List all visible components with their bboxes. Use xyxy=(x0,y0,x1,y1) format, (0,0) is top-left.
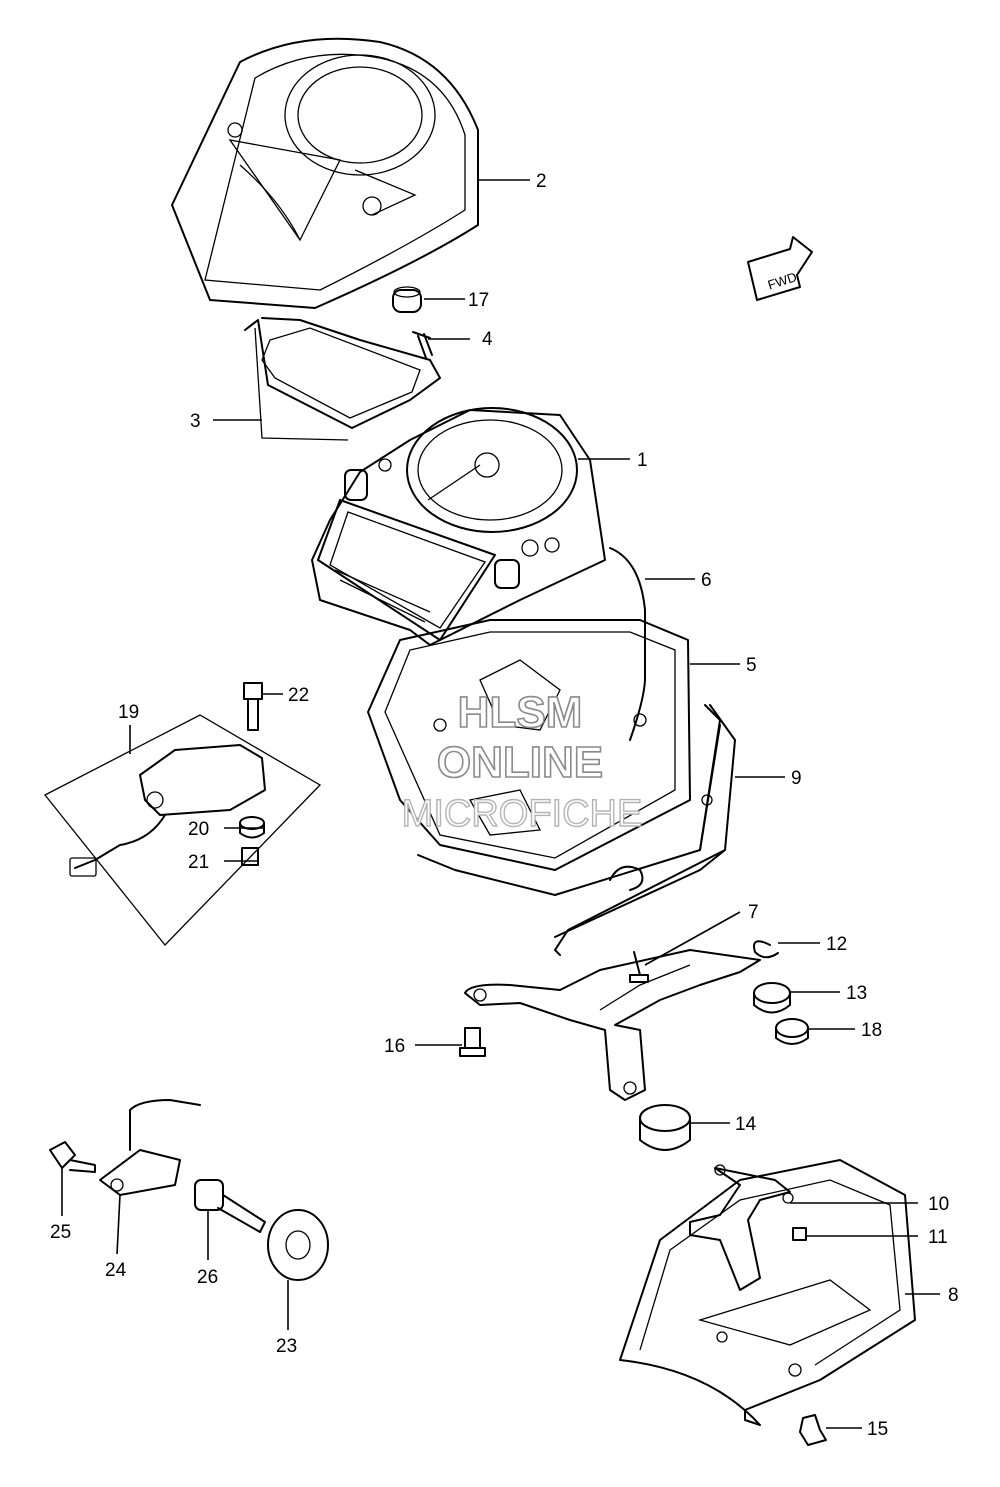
callout-10: 10 xyxy=(928,1194,949,1215)
callout-numbers: 2 17 4 3 1 6 5 9 22 19 20 21 7 12 13 18 … xyxy=(50,171,959,1440)
forward-direction-arrow: FWD xyxy=(747,236,813,301)
watermark: HLSM ONLINE MICROFICHE xyxy=(401,687,643,836)
grommet-13-part xyxy=(753,982,791,1014)
callout-11: 11 xyxy=(928,1227,948,1248)
bolt-26-part xyxy=(194,1179,266,1233)
screw-11-part xyxy=(792,1227,807,1241)
bolt-22-part xyxy=(243,682,263,731)
callout-18: 18 xyxy=(861,1020,882,1041)
callout-25: 25 xyxy=(50,1222,71,1243)
bolt-25-part xyxy=(49,1141,96,1173)
watermark-line-3: MICROFICHE xyxy=(402,793,643,835)
callout-16: 16 xyxy=(384,1036,405,1057)
callout-23: 23 xyxy=(276,1336,297,1357)
callout-26: 26 xyxy=(197,1267,218,1288)
speedometer-assembly-part xyxy=(311,407,606,646)
bolt-16-part xyxy=(459,1027,486,1057)
damper-14-part xyxy=(639,1104,691,1151)
lower-cover-8-part xyxy=(619,1159,916,1426)
collar-20-part xyxy=(239,816,265,839)
callout-2: 2 xyxy=(536,171,547,192)
callout-5: 5 xyxy=(746,655,757,676)
rotor-23-part xyxy=(267,1209,329,1281)
bracket-10-part xyxy=(689,1164,794,1291)
grommet-17-part xyxy=(392,286,422,313)
watermark-line-1: HLSM xyxy=(458,688,583,737)
meter-bracket-part xyxy=(464,949,761,1101)
bolt-7-part xyxy=(629,951,649,983)
callout-24: 24 xyxy=(105,1260,127,1281)
callout-7: 7 xyxy=(748,902,759,923)
callout-21: 21 xyxy=(188,852,209,873)
callout-9: 9 xyxy=(791,768,802,789)
washer-21-part xyxy=(241,847,259,866)
clip-12-part xyxy=(609,865,779,959)
callout-20: 20 xyxy=(188,819,209,840)
callout-6: 6 xyxy=(701,570,712,591)
callout-22: 22 xyxy=(288,685,309,706)
callout-1: 1 xyxy=(637,450,648,471)
callout-12: 12 xyxy=(826,934,847,955)
callout-13: 13 xyxy=(846,983,867,1004)
callout-3: 3 xyxy=(190,411,201,432)
meter-cover-part xyxy=(171,37,479,309)
callout-8: 8 xyxy=(948,1285,959,1306)
gasket-9-part xyxy=(417,704,736,956)
callout-17: 17 xyxy=(468,290,489,311)
callout-14: 14 xyxy=(735,1114,757,1135)
leader-lines xyxy=(61,179,940,1429)
fastener-15-part xyxy=(799,1414,827,1446)
meter-case-5-part xyxy=(367,619,691,871)
watermark-line-2: ONLINE xyxy=(437,738,603,787)
callout-19: 19 xyxy=(118,702,139,723)
screw-4-part xyxy=(412,331,433,359)
sensor-box-19-part xyxy=(43,714,322,946)
callout-4: 4 xyxy=(482,329,493,350)
lamp-wire-6-part xyxy=(609,547,646,741)
collar-18-part xyxy=(775,1018,809,1045)
meter-panel-part xyxy=(244,317,441,441)
speed-sensor-24-part xyxy=(99,1099,201,1196)
callout-15: 15 xyxy=(867,1419,888,1440)
